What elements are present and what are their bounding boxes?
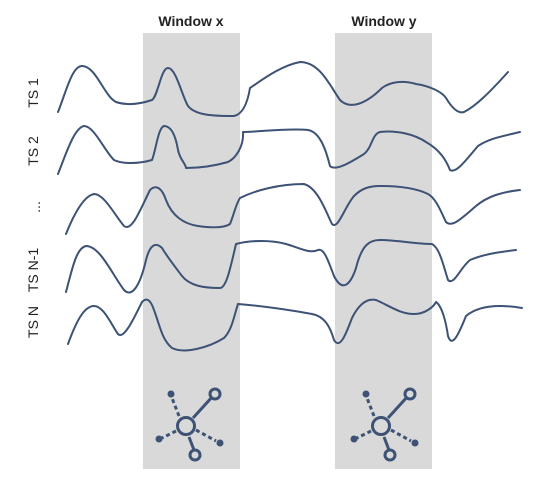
series-label-n-minus-1: TS N-1 [25,248,41,293]
window-x-region [143,33,240,469]
window-y-title: Window y [351,13,416,29]
series-line-ellipsis [65,183,521,235]
series-label-2: TS 2 [25,136,41,166]
network-graph-icon [350,387,419,462]
series-line-n [67,298,523,352]
network-graph-icon [155,387,224,462]
series-line-1 [57,61,509,117]
series-label-1: TS 1 [25,78,41,108]
series-label-n: TS N [25,306,41,338]
window-x-title: Window x [158,13,223,29]
series-line-n-minus-1 [65,239,517,294]
series-label-ellipsis: ... [27,201,43,213]
window-y-region [335,33,432,469]
series-line-2 [57,125,521,175]
